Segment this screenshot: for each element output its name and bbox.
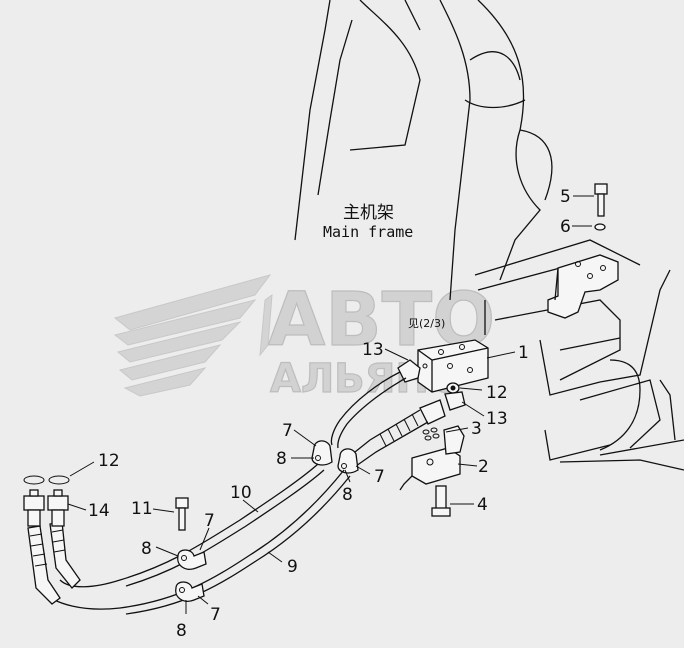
callout-7-upper-left: 7	[282, 421, 293, 441]
callout-4: 4	[477, 495, 488, 515]
callout-7-upper-right: 7	[374, 467, 385, 487]
callout-11: 11	[131, 499, 153, 519]
callout-3: 3	[471, 419, 482, 439]
frame-label-en: Main frame	[323, 223, 413, 241]
callout-1: 1	[518, 343, 529, 363]
leader-lines	[67, 195, 594, 614]
hose-9	[39, 469, 351, 615]
callout-8-upper-left: 8	[276, 449, 287, 469]
clamp-upper-right	[337, 448, 359, 474]
callout-13-upper: 13	[362, 340, 384, 360]
callout-2: 2	[478, 457, 489, 477]
valve-block-1	[417, 339, 489, 393]
callout-12-left: 12	[98, 451, 120, 471]
bolt-5	[594, 183, 608, 217]
callout-6: 6	[560, 217, 571, 237]
bolt-4	[431, 485, 451, 517]
callout-5: 5	[560, 187, 571, 207]
clamp-upper-left	[311, 440, 333, 466]
callout-12-valve: 12	[486, 383, 508, 403]
callout-9: 9	[287, 557, 298, 577]
frame-bracket	[547, 254, 619, 319]
valve-2	[399, 425, 465, 491]
washer-6	[594, 223, 606, 231]
callout-8-lower-1: 8	[141, 539, 152, 559]
fitting-13b	[444, 391, 466, 411]
hose-upper	[330, 371, 407, 449]
callout-8-upper-right: 8	[342, 485, 353, 505]
callout-7-lower-2: 7	[210, 605, 221, 625]
fitting-14-left	[23, 489, 45, 527]
callout-10: 10	[230, 483, 252, 503]
fitting-14-right	[47, 489, 69, 527]
reference-note: 见(2/3)	[408, 317, 445, 330]
callout-14: 14	[88, 501, 110, 521]
callout-8-lower-2: 8	[176, 621, 187, 641]
seals-3	[422, 427, 440, 441]
hose-left-ends	[27, 521, 81, 605]
callout-13-lower: 13	[486, 409, 508, 429]
callout-7-lower-1: 7	[204, 511, 215, 531]
bolt-11	[175, 497, 189, 531]
clamp-lower-1	[177, 549, 207, 570]
frame-label-cn: 主机架	[343, 203, 394, 223]
fitting-12	[446, 382, 460, 394]
hose-ridged	[349, 399, 446, 467]
clamp-lower-2	[175, 581, 205, 602]
watermark-logo	[113, 274, 273, 397]
o-rings-12	[23, 475, 70, 485]
main-frame-outline	[294, 0, 684, 471]
